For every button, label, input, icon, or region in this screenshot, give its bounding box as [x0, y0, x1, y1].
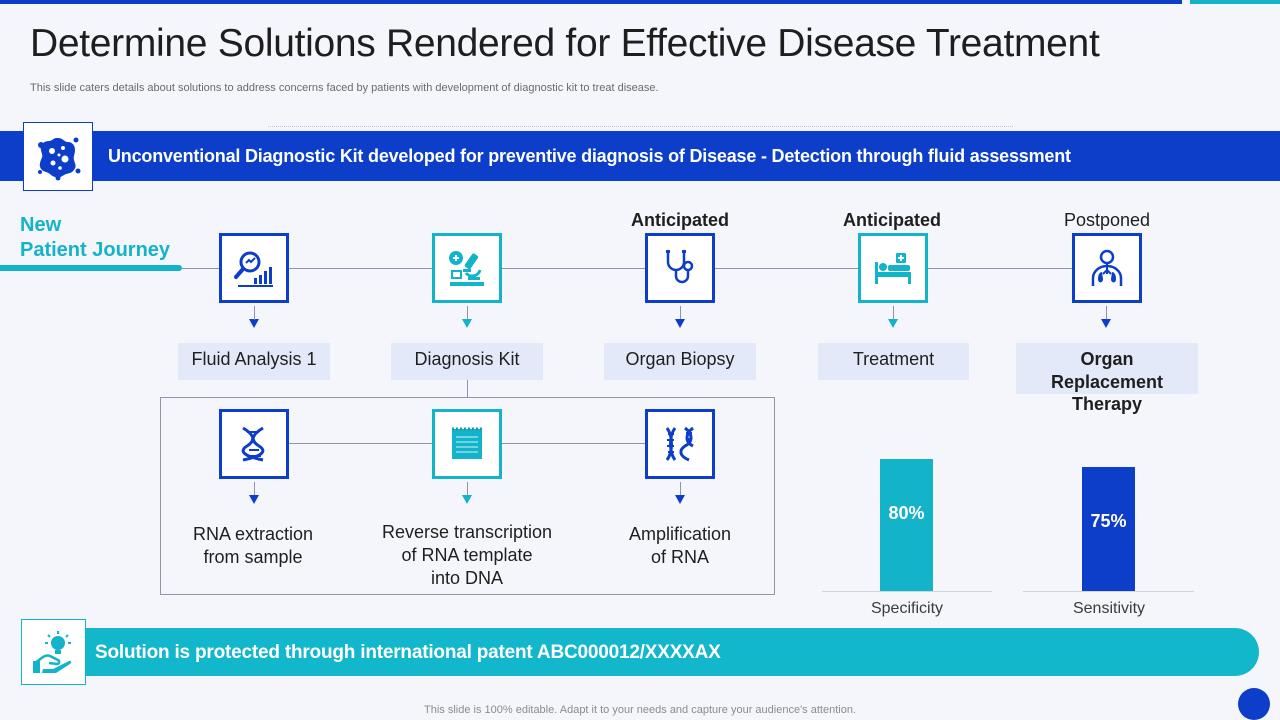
sub-step-icon-box	[219, 409, 289, 479]
down-arrow-icon	[462, 495, 472, 504]
rna-strands-icon	[665, 426, 694, 462]
sub-step-icon-box	[645, 409, 715, 479]
chart-baseline	[822, 591, 992, 592]
document-icon	[452, 427, 482, 459]
sub-connector	[467, 380, 468, 397]
idea-hand-icon	[32, 631, 71, 673]
arrow-stem	[467, 482, 468, 496]
stethoscope-icon	[666, 250, 694, 284]
patent-banner	[45, 628, 1259, 676]
chart-value-label: 75%	[1090, 511, 1127, 532]
arrow-stem	[680, 306, 681, 320]
patent-icon-box	[21, 619, 86, 685]
sub-step-label-line2: from sample	[203, 547, 303, 567]
hospital-bed-icon	[875, 253, 911, 284]
sub-step-label-line2: of RNA	[650, 547, 710, 567]
journey-label-line2: Patient Journey	[20, 239, 171, 261]
step-icon-box	[858, 233, 928, 303]
step-icon-box	[1072, 233, 1142, 303]
step-label: Treatment	[818, 343, 969, 380]
chart-bar-specificity	[880, 459, 933, 591]
chart-category-label: Sensitivity	[1072, 600, 1146, 617]
down-arrow-icon	[249, 495, 259, 504]
step-label: Organ Biopsy	[604, 343, 756, 380]
down-arrow-icon	[1101, 319, 1111, 328]
arrow-stem	[893, 306, 894, 320]
down-arrow-icon	[462, 319, 472, 328]
patent-text: Solution is protected through internatio…	[95, 642, 721, 663]
sub-process-frame	[160, 397, 775, 595]
down-arrow-icon	[675, 495, 685, 504]
chart-category-label: Specificity	[870, 600, 944, 617]
sub-step-label: Amplification of RNA	[580, 523, 780, 569]
sub-step-label-line2: of RNA template	[401, 545, 533, 565]
step-label: Diagnosis Kit	[391, 343, 543, 380]
sub-step-label-line1: Amplification	[628, 524, 732, 544]
page-title: Determine Solutions Rendered for Effecti…	[30, 22, 1100, 65]
corner-decoration	[1238, 688, 1270, 720]
arrow-stem	[254, 482, 255, 496]
step-status: Anticipated	[630, 210, 729, 230]
virus-icon	[38, 137, 81, 180]
down-arrow-icon	[675, 319, 685, 328]
down-arrow-icon	[888, 319, 898, 328]
step-status: Anticipated	[842, 210, 941, 230]
sub-step-label-line1: Reverse transcription	[381, 522, 553, 542]
step-icon-box	[432, 233, 502, 303]
dna-icon	[241, 426, 265, 462]
journey-bar	[0, 265, 182, 271]
step-icon-box	[645, 233, 715, 303]
step-status: Postponed	[1063, 210, 1151, 230]
microscope-icon	[449, 251, 484, 286]
sub-step-label: RNA extraction from sample	[153, 523, 353, 569]
step-label-background	[1016, 343, 1198, 394]
step-label-line3: Therapy	[1071, 394, 1143, 414]
banner-icon-box	[23, 122, 93, 191]
journey-connector	[182, 268, 1107, 269]
step-label-line1: Organ	[1080, 349, 1134, 369]
chart-value-label: 80%	[888, 503, 925, 523]
arrow-stem	[1106, 306, 1107, 320]
banner	[0, 131, 1280, 181]
chart-bar-sensitivity	[1082, 467, 1135, 591]
top-accent-bar	[0, 0, 1182, 4]
down-arrow-icon	[249, 319, 259, 328]
arrow-stem	[680, 482, 681, 496]
banner-text: Unconventional Diagnostic Kit developed …	[108, 146, 1071, 166]
sub-step-icon-box	[432, 409, 502, 479]
top-accent-bar-secondary	[1190, 0, 1280, 4]
step-label: Organ Replacement Therapy	[1016, 348, 1198, 416]
step-label: Fluid Analysis 1	[178, 343, 330, 380]
arrow-stem	[254, 306, 255, 320]
magnifier-chart-icon	[234, 251, 273, 287]
lungs-icon	[1091, 249, 1123, 286]
page-subtitle: This slide caters details about solution…	[30, 82, 659, 94]
banner-dotted-line	[268, 126, 1013, 127]
footer-note: This slide is 100% editable. Adapt it to…	[424, 704, 856, 716]
step-icon-box	[219, 233, 289, 303]
arrow-stem	[467, 306, 468, 320]
step-label-line2: Replacement	[1050, 371, 1164, 392]
sub-step-label: Reverse transcription of RNA template in…	[367, 521, 567, 590]
sub-step-label-line3: into DNA	[430, 568, 504, 588]
chart-baseline	[1023, 591, 1194, 592]
journey-label-line1: New	[20, 214, 62, 236]
journey-label: New Patient Journey	[20, 213, 170, 263]
sub-step-label-line1: RNA extraction	[192, 524, 314, 544]
